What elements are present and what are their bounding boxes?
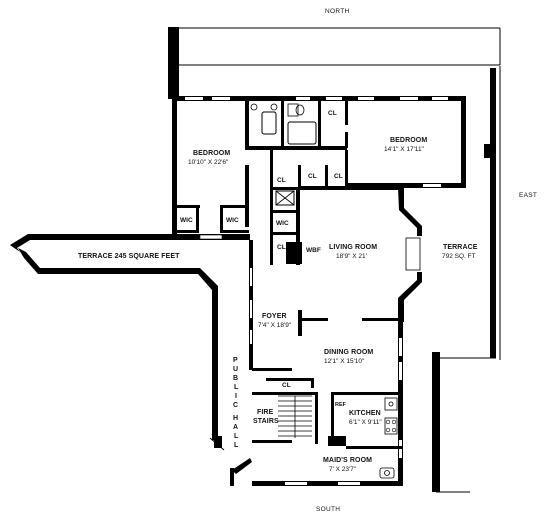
room-name: DINING ROOM	[324, 349, 373, 356]
public-hall-letter: I	[235, 393, 237, 400]
ref-label: REF	[335, 402, 347, 408]
room-dining-room: DINING ROOM 12'1" X 15'10"	[324, 349, 373, 365]
room-terrace-east: TERRACE 792 SQ. FT	[442, 244, 478, 260]
room-name: TERRACE 245 SQUARE FEET	[78, 253, 180, 260]
room-dims: 7'4" X 18'9"	[258, 322, 292, 329]
interior-walls	[172, 101, 402, 486]
closet-label: CL	[328, 110, 337, 117]
public-hall-letter: P	[233, 357, 238, 364]
room-dims: 18'9" X 21'	[336, 253, 367, 260]
room-maids-room: MAID'S ROOM 7' X 23'7"	[323, 457, 372, 473]
compass-north: NORTH	[325, 8, 350, 15]
apartment-walls	[172, 96, 466, 486]
closet-label: CL	[334, 173, 343, 180]
room-name: BEDROOM	[193, 150, 230, 157]
public-hall-letter: L	[234, 442, 239, 449]
room-name: KITCHEN	[349, 410, 381, 417]
east-terrace-outline	[432, 66, 501, 493]
wic-label: WIC	[226, 217, 239, 224]
public-hall-label: P U B L I C H A L L	[233, 357, 239, 449]
public-hall-letter: A	[233, 424, 238, 431]
public-hall-letter: L	[234, 433, 239, 440]
closet-label: CL	[277, 244, 286, 251]
public-hall-letter: C	[233, 402, 238, 409]
room-bedroom-west: BEDROOM 10'10" X 22'6"	[188, 150, 230, 166]
room-dims: 10'10" X 22'6"	[188, 159, 229, 166]
compass-south: SOUTH	[316, 506, 340, 513]
room-kitchen: KITCHEN 6'1" X 9'11"	[349, 410, 382, 426]
room-foyer: FOYER 7'4" X 18'9"	[258, 313, 292, 329]
room-bedroom-east: BEDROOM 14'1" X 17'11"	[384, 137, 427, 153]
stair-treads	[278, 395, 312, 438]
room-name: FOYER	[262, 313, 287, 320]
fire-stairs-line2: STAIRS	[253, 418, 279, 425]
room-dims: 792 SQ. FT	[442, 253, 476, 260]
closet-label: CL	[308, 173, 317, 180]
public-hall-letter: B	[233, 375, 238, 382]
room-name: TERRACE	[443, 244, 478, 251]
public-hall-letter: U	[233, 366, 238, 373]
room-dims: 14'1" X 17'11"	[384, 146, 425, 153]
compass-east: EAST	[519, 192, 537, 199]
wic-label: WIC	[180, 217, 193, 224]
closet-label: CL	[277, 177, 286, 184]
public-hall-letter: L	[234, 384, 239, 391]
wic-label: WIC	[276, 220, 289, 227]
room-fire-stairs: FIRE STAIRS	[253, 409, 279, 425]
fire-stairs-line1: FIRE	[257, 409, 274, 416]
small-labels: CL CL CL CL CL CL WIC WIC WIC WBF REF	[180, 110, 347, 408]
wbf-label: WBF	[306, 247, 321, 254]
room-terrace-west: TERRACE 245 SQUARE FEET	[78, 253, 180, 260]
west-terrace-outline	[10, 234, 250, 451]
room-dims: 6'1" X 9'11"	[349, 419, 382, 426]
room-name: LIVING ROOM	[329, 244, 377, 251]
closet-label: CL	[282, 382, 291, 389]
room-living-room: LIVING ROOM 18'9" X 21'	[329, 244, 377, 260]
room-name: BEDROOM	[390, 137, 427, 144]
room-dims: 12'1" X 15'10"	[324, 358, 365, 365]
north-roof-strip	[168, 27, 501, 99]
public-hall-letter: H	[233, 415, 238, 422]
room-name: MAID'S ROOM	[323, 457, 372, 464]
room-dims: 7' X 23'7"	[329, 466, 357, 473]
